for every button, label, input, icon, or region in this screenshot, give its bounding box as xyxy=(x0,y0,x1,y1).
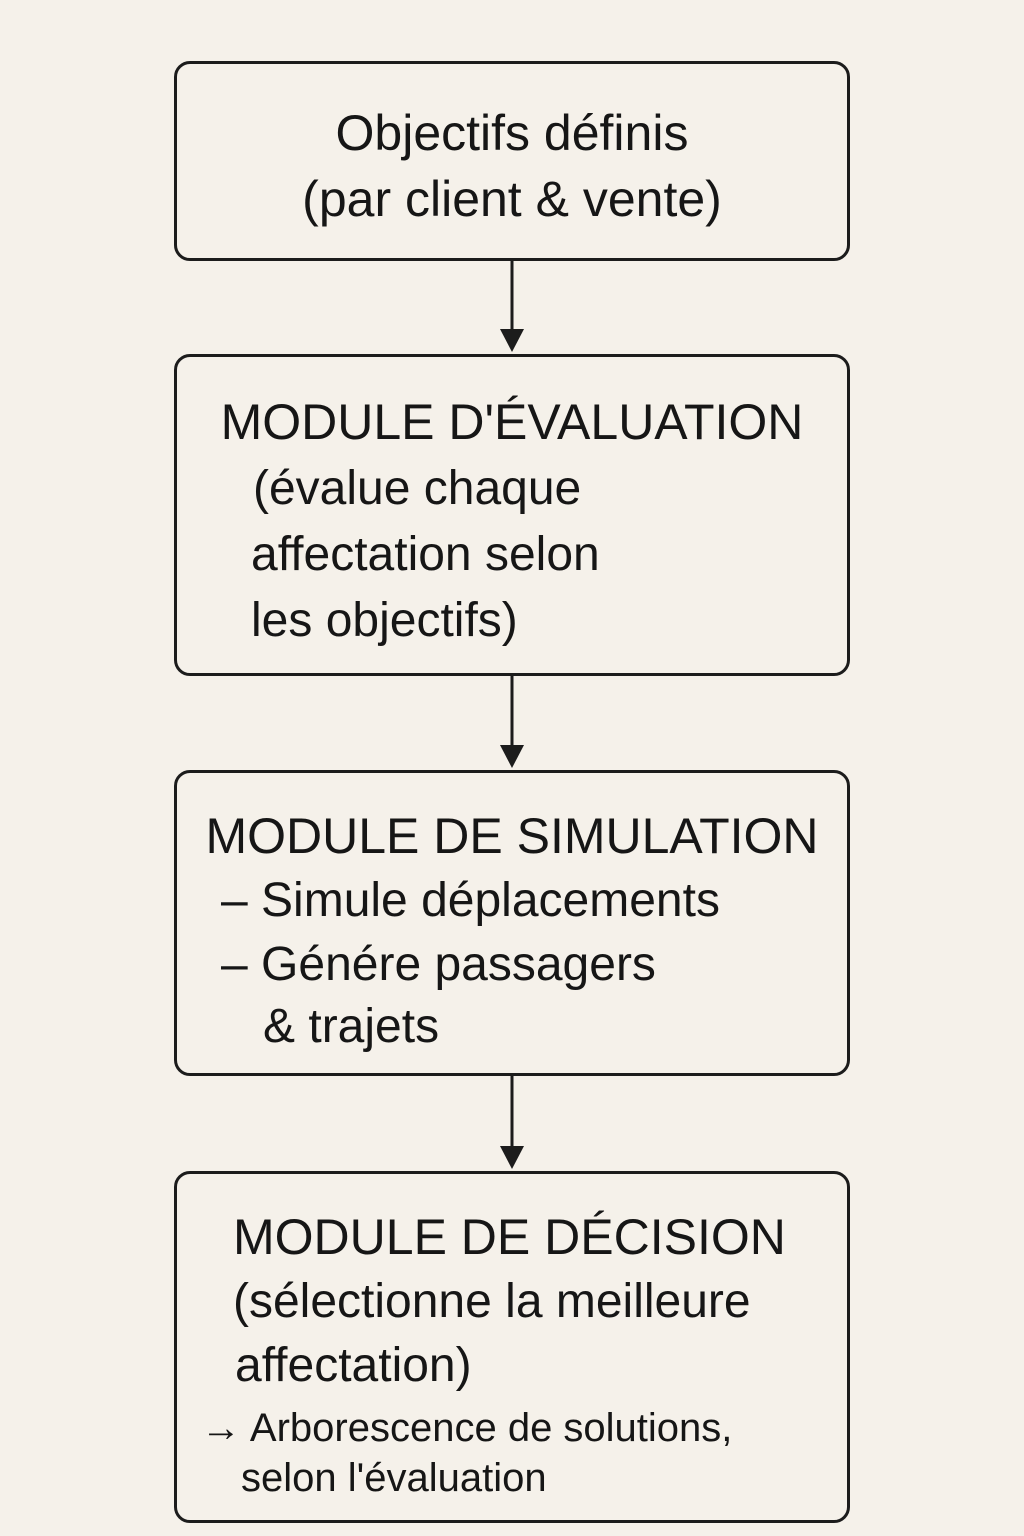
evaluation-module-line-1: (évalue chaque xyxy=(253,462,582,515)
decision-module-line-1: (sélectionne la meilleure xyxy=(233,1275,751,1328)
evaluation-module-title: MODULE D'ÉVALUATION xyxy=(220,394,804,450)
simulation-module-title: MODULE DE SIMULATION xyxy=(205,808,819,864)
simulation-module-line-3: & trajets xyxy=(263,1000,440,1053)
decision-module-line-2: affectation) xyxy=(235,1339,472,1392)
arrow-down-icon xyxy=(497,676,527,770)
simulation-module-line-2: – Génére passagers xyxy=(221,938,656,991)
decision-module-title: MODULE DE DÉCISION xyxy=(233,1209,786,1265)
objectives-line-2: (par client & vente) xyxy=(302,171,722,227)
objectives-box: Objectifs définis (par client & vente) xyxy=(174,61,850,261)
simulation-module-line-1: – Simule déplacements xyxy=(221,874,720,927)
evaluation-module-line-2: affectation selon xyxy=(251,528,600,581)
decision-module-box: MODULE DE DÉCISION (sélectionne la meill… xyxy=(174,1171,850,1523)
simulation-module-box: MODULE DE SIMULATION – Simule déplacemen… xyxy=(174,770,850,1076)
decision-module-note-line-1: → Arborescence de solutions, xyxy=(201,1406,733,1450)
decision-module-note-line-2: selon l'évaluation xyxy=(241,1456,547,1500)
evaluation-module-box: MODULE D'ÉVALUATION (évalue chaque affec… xyxy=(174,354,850,676)
arrow-down-icon xyxy=(497,1076,527,1171)
evaluation-module-line-3: les objectifs) xyxy=(251,594,518,647)
objectives-line-1: Objectifs définis xyxy=(335,105,689,161)
arrow-down-icon xyxy=(497,261,527,354)
